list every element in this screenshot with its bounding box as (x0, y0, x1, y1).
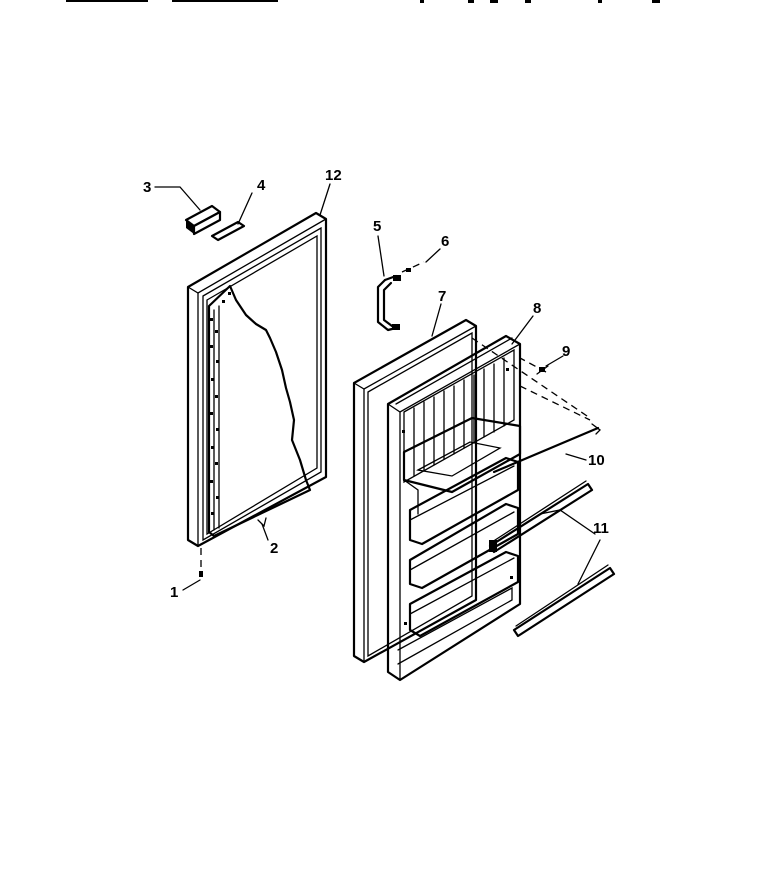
callout-6: 6 (441, 233, 449, 250)
shelf-retainer-bar (488, 480, 616, 638)
callout-8: 8 (533, 300, 541, 317)
assembly-guide-lines (471, 337, 591, 421)
callout-2: 2 (270, 540, 278, 557)
handle-screw (401, 261, 425, 273)
callout-10: 10 (588, 452, 605, 469)
callout-4: 4 (257, 177, 266, 194)
callout-12: 12 (325, 167, 342, 184)
outer-door-panel (186, 211, 328, 548)
inner-door-liner (386, 334, 522, 682)
callout-5: 5 (373, 218, 381, 235)
leader-lines (154, 183, 601, 591)
screw (199, 548, 203, 577)
door-gasket (352, 318, 478, 664)
door-liner-insulation (207, 284, 312, 538)
nameplate (184, 204, 222, 236)
callout-labels: 1 2 3 4 5 6 7 8 9 10 11 12 (143, 167, 609, 601)
callout-1: 1 (170, 584, 178, 601)
door-handle (376, 274, 402, 332)
shelf-rail-rod (492, 423, 601, 474)
callout-7: 7 (438, 288, 446, 305)
callout-9: 9 (562, 343, 570, 360)
header-remnant (66, 0, 660, 3)
trim-plate (210, 220, 246, 242)
callout-11: 11 (593, 520, 609, 537)
callout-3: 3 (143, 179, 151, 196)
